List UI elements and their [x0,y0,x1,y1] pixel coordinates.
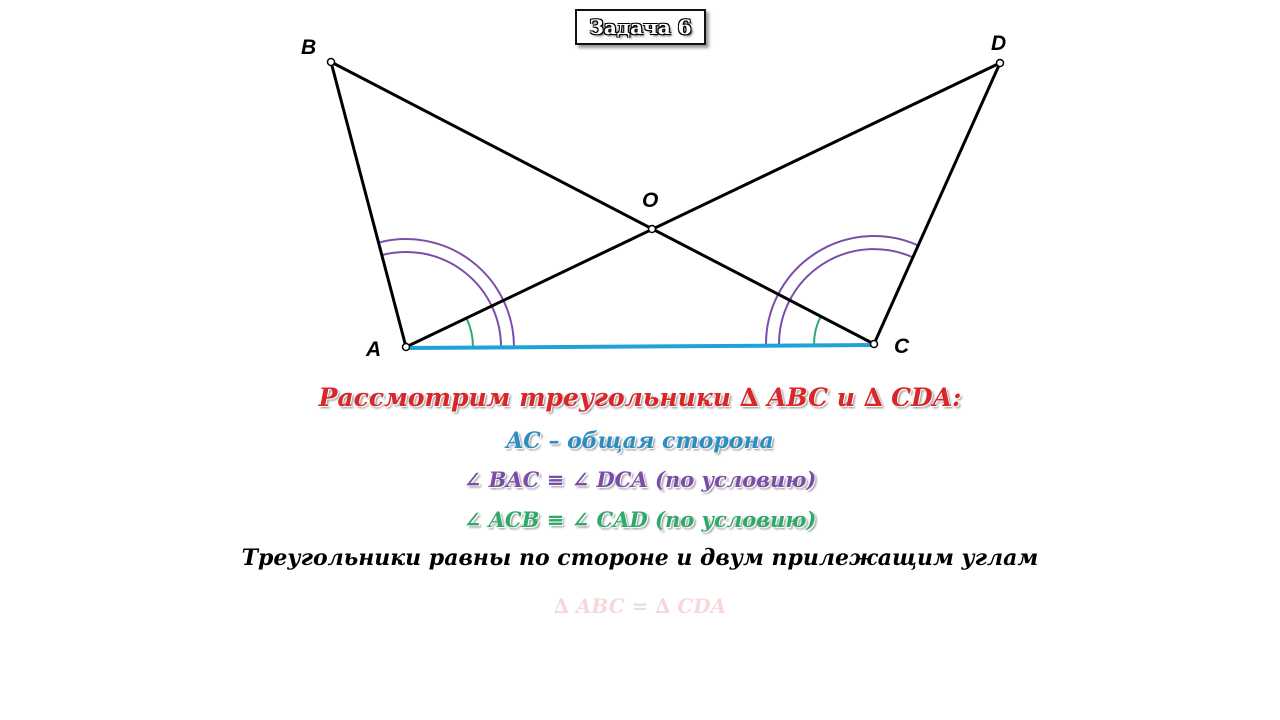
angle-dca-arc-outer [765,235,919,345]
angle-bac-arc-inner [381,250,502,348]
congruence-criterion: Треугольники равны по стороне и двум при… [241,545,1039,571]
task-title: Задача 6 [575,9,706,45]
segment-ad [405,61,1001,349]
angle-dca-arc-inner [778,248,914,345]
angle-bac-arc-outer [378,238,515,348]
label-o: O [642,189,658,212]
angle-cad-arc [465,317,474,348]
angle-acb-statement: ∠ ACB ≡ ∠ CAD (по условию) [463,507,817,532]
segment-cd [872,62,1002,345]
label-a: A [365,338,381,361]
point-b [326,57,336,67]
point-o [647,224,657,234]
angle-bac-statement: ∠ BAC ≡ ∠ DCA (по условию) [463,467,817,492]
consider-triangles-heading: Рассмотрим треугольники ∆ ABC и ∆ CDA: [318,383,962,412]
label-c: C [894,335,910,358]
point-c [869,339,879,349]
label-b: B [301,36,316,59]
point-d [995,58,1005,68]
conclusion-faded: ∆ ABC = ∆ CDA [553,594,727,618]
label-d: D [991,32,1006,55]
common-side-statement: AC – общая сторона [506,428,774,454]
angle-acb-arc [813,315,822,345]
point-a [401,342,411,352]
segment-bc [330,60,875,346]
segment-ac [405,343,875,350]
segment-ab [329,61,408,348]
